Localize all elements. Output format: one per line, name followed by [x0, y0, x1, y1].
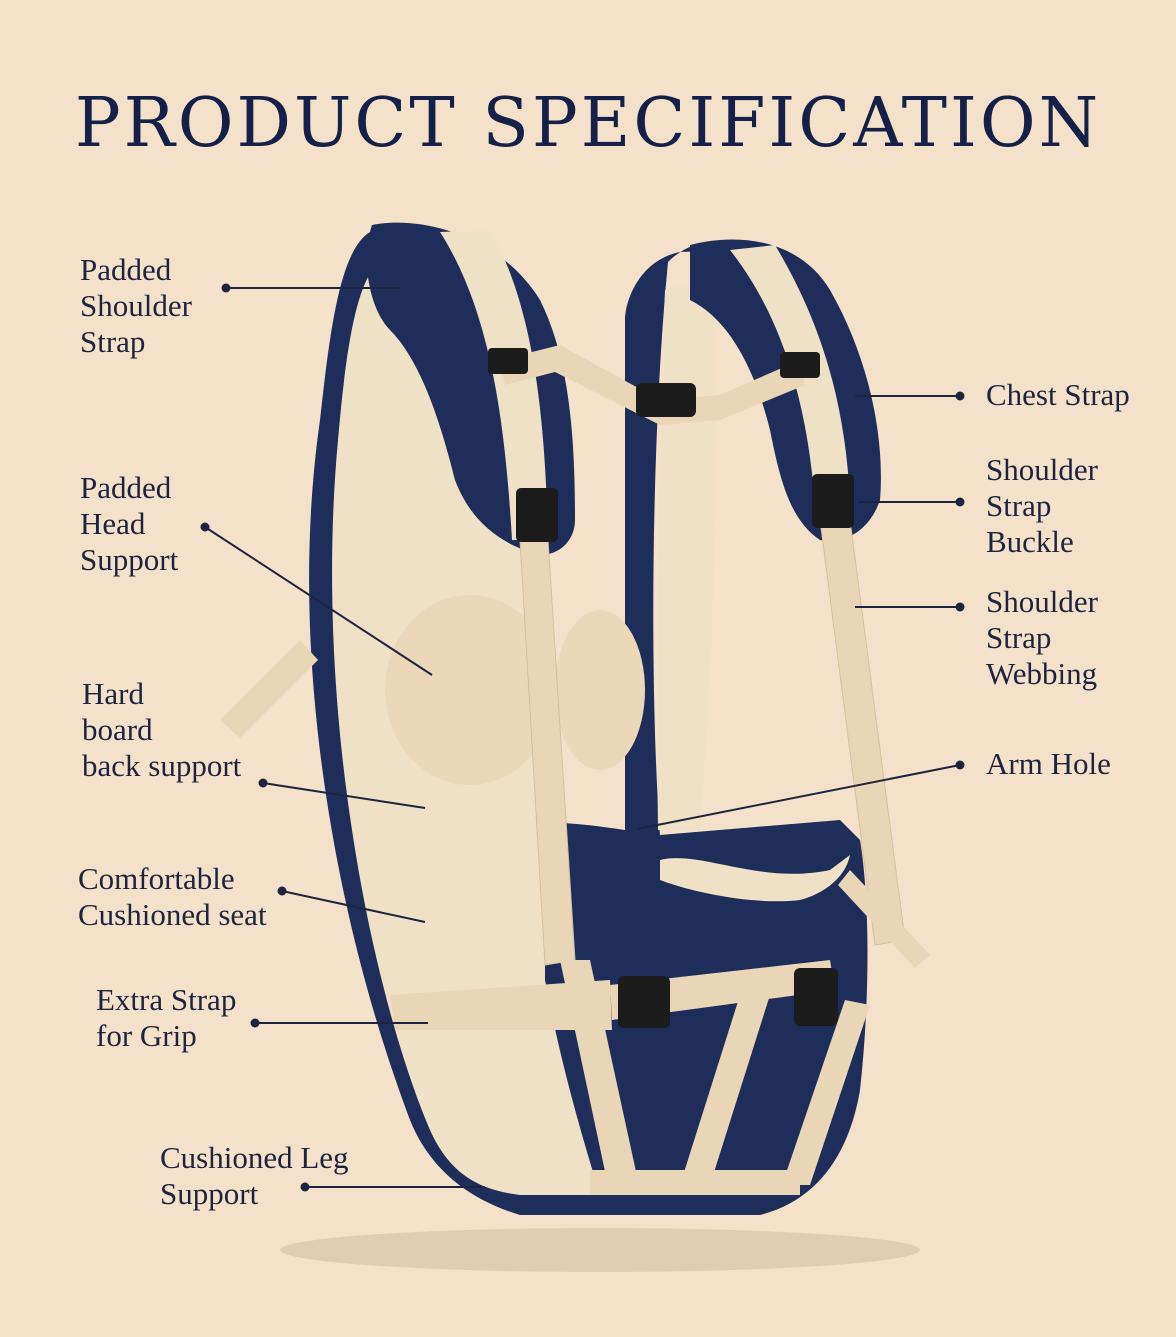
- seat-strap-center: [680, 995, 770, 1185]
- left-upper-slider: [488, 348, 528, 374]
- right-shoulder-stripe: [730, 245, 850, 505]
- leg-support-bottom-strap: [590, 1170, 800, 1195]
- side-strap-left: [220, 640, 318, 738]
- carrier-inner-right: [657, 286, 717, 830]
- label-hard-board-back-support: Hard board back support: [82, 676, 242, 783]
- label-shoulder-strap-webbing: Shoulder Strap Webbing: [986, 584, 1098, 691]
- chest-buckle: [636, 383, 696, 417]
- left-shoulder-stripe: [440, 230, 548, 540]
- label-arm-hole: Arm Hole: [986, 746, 1111, 781]
- label-chest-strap: Chest Strap: [986, 377, 1130, 412]
- label-shoulder-strap-buckle: Shoulder Strap Buckle: [986, 452, 1098, 559]
- seat-strap-left: [560, 960, 640, 1195]
- head-support-pillow: [385, 595, 555, 785]
- side-strap-right: [838, 870, 930, 968]
- head-support-right: [555, 610, 645, 770]
- seat-buckle-left: [618, 976, 670, 1028]
- left-lower-slider: [516, 488, 558, 542]
- label-extra-strap-for-grip: Extra Strap for Grip: [96, 982, 237, 1053]
- seat-buckle-right: [794, 968, 838, 1026]
- seat-front-panel: [595, 842, 867, 1200]
- label-comfortable-cushioned-seat: Comfortable Cushioned seat: [78, 861, 267, 932]
- label-padded-head-support: Padded Head Support: [80, 470, 179, 577]
- chest-strap: [500, 345, 805, 425]
- label-padded-shoulder-strap: Padded Shoulder Strap: [80, 252, 192, 359]
- seat-strap-right: [782, 1000, 870, 1185]
- label-cushioned-leg-support: Cushioned Leg Support: [160, 1140, 349, 1211]
- floor-shadow: [280, 1228, 920, 1272]
- page-title: PRODUCT SPECIFICATION: [74, 84, 1102, 163]
- extra-grip-strap: [390, 980, 612, 1030]
- leader-lines: [200, 283, 965, 1192]
- right-upper-slider: [780, 352, 820, 378]
- right-lower-slider: [812, 474, 854, 528]
- seat-front-cream: [660, 855, 850, 902]
